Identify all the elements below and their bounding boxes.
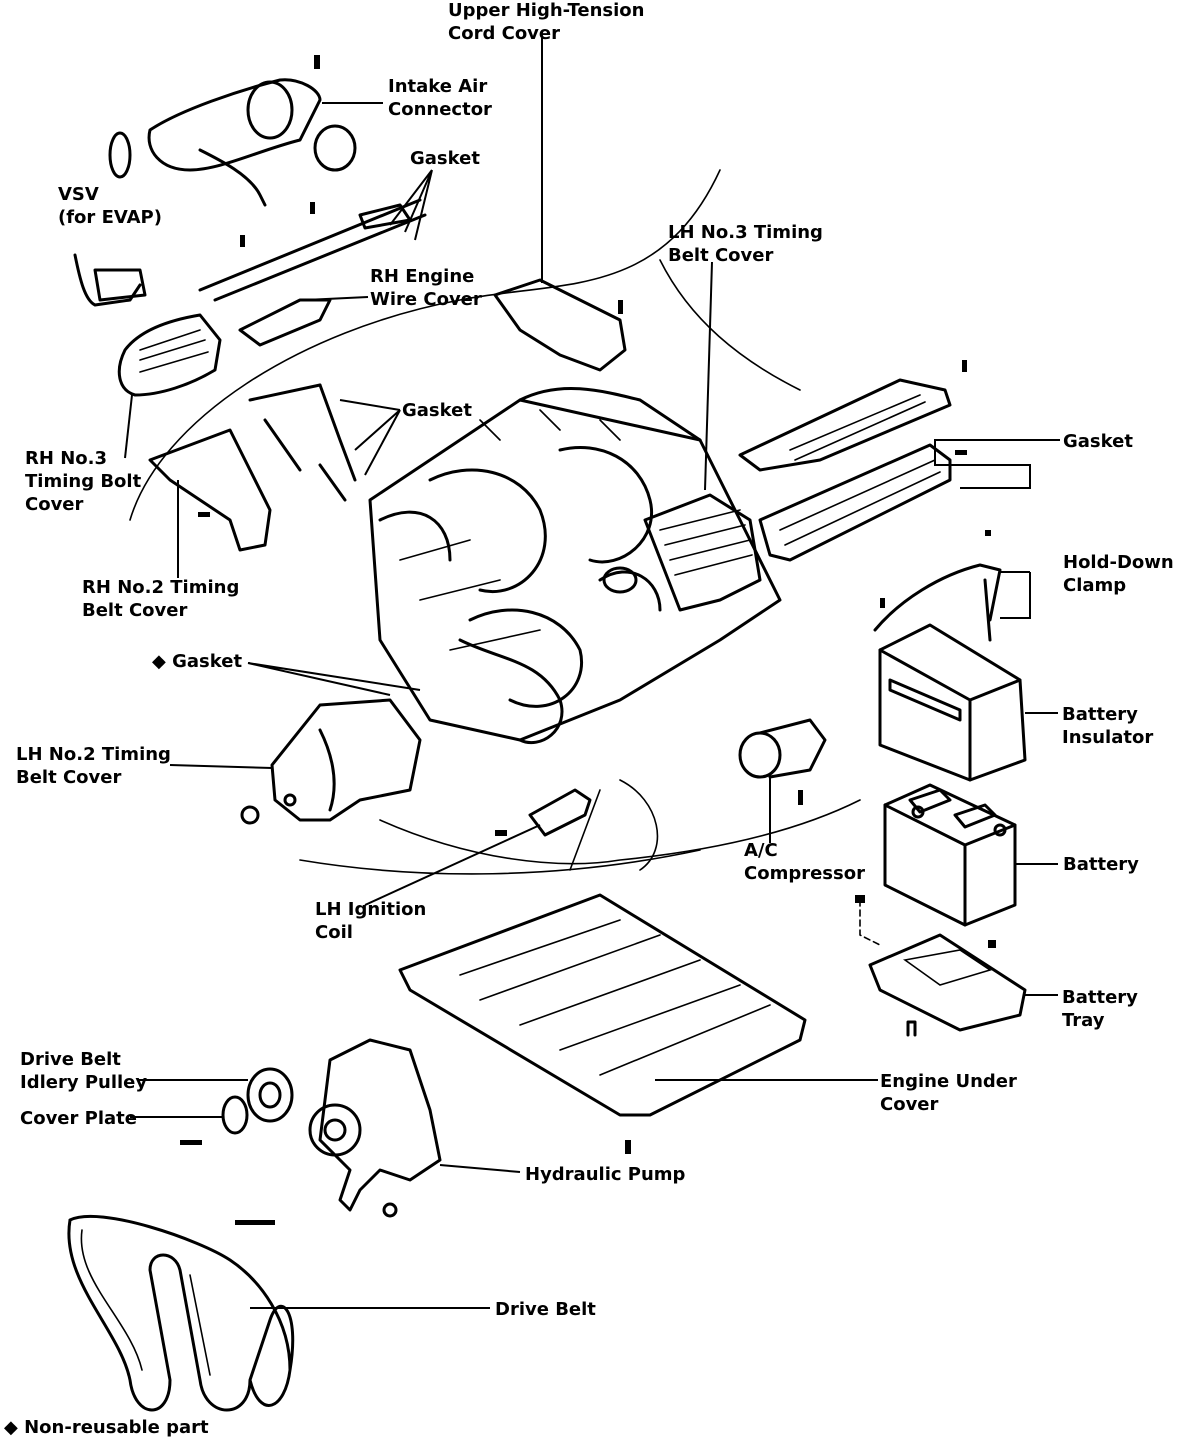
label-vsv: VSV(for EVAP)	[58, 184, 162, 228]
upper-high-tension-cord-cover	[493, 278, 627, 372]
ac-compressor	[738, 718, 827, 805]
lh-no2-timing-belt-cover	[240, 698, 422, 825]
label-gasket-right: Gasket	[1063, 431, 1133, 452]
hydraulic-pump	[235, 1038, 442, 1225]
rh-engine-wire-cover	[238, 298, 332, 347]
idler-pulley	[180, 1067, 294, 1145]
leader-lines	[124, 38, 1060, 1309]
gasket-group-middle	[248, 383, 357, 502]
engine-bay-outline	[129, 169, 861, 875]
lh-ignition-coil	[495, 788, 592, 837]
battery-tray	[855, 895, 1027, 1037]
lh-cylinder-head-cover	[643, 443, 967, 612]
label-gasket-mid: Gasket	[402, 400, 472, 421]
legend-non-reusable-part: ◆ Non-reusable part	[4, 1417, 209, 1438]
battery	[883, 783, 1017, 927]
rh-no3-timing-belt-cover	[117, 313, 222, 397]
engine-under-cover	[398, 893, 807, 1154]
battery-insulator	[878, 623, 1027, 782]
label-hydraulic-pump: Hydraulic Pump	[525, 1164, 686, 1185]
engine-assembly	[368, 386, 782, 745]
rh-no2-timing-belt-cover	[148, 428, 272, 552]
label-gasket-nonreusable: ◆ Gasket	[152, 651, 242, 672]
lh-no3-timing-belt-cover	[738, 360, 967, 472]
hold-down-clamp	[873, 530, 1002, 642]
vsv-evap	[73, 253, 147, 307]
label-cover-plate: Cover Plate	[20, 1108, 137, 1129]
label-drive-belt: Drive Belt	[495, 1299, 596, 1320]
intake-air-connector	[108, 55, 357, 207]
label-gasket-top: Gasket	[410, 148, 480, 169]
drive-belt	[67, 1214, 295, 1412]
label-battery: Battery	[1063, 854, 1139, 875]
